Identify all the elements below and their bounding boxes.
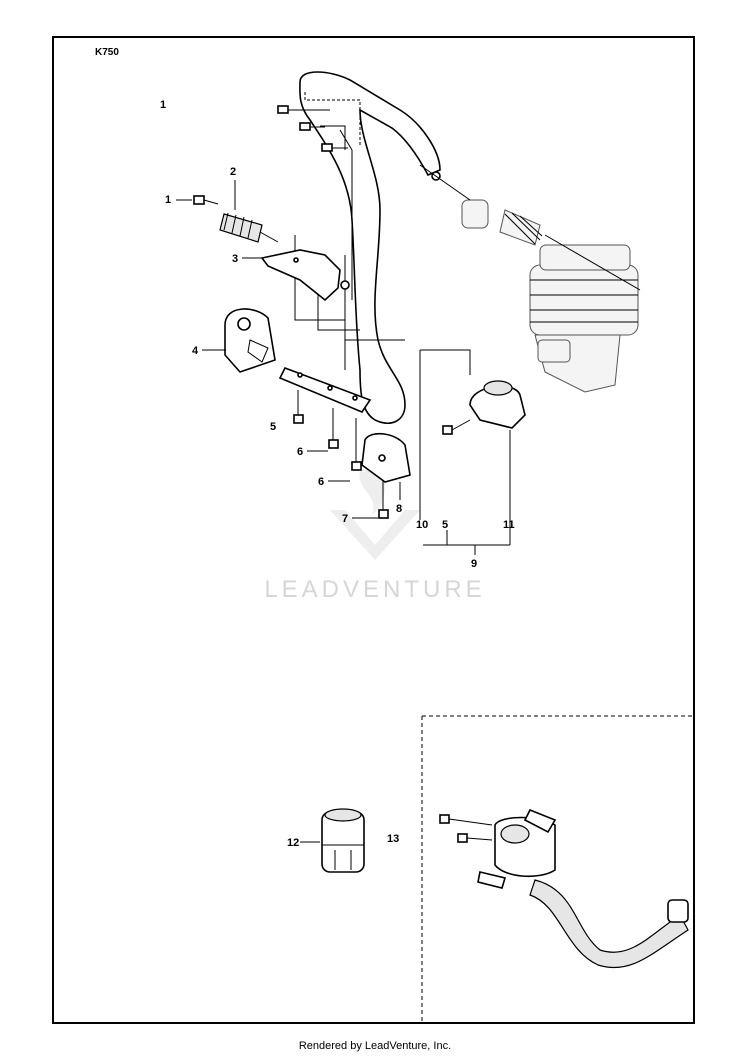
damper-part-8	[361, 432, 411, 483]
callout-1-screw: 1	[165, 194, 171, 206]
callout-7: 7	[342, 513, 348, 525]
watermark-text: LEADVENTURE	[264, 576, 485, 603]
callout-5-right: 5	[442, 519, 448, 531]
kit-box-part-13	[421, 715, 695, 1024]
callout-8: 8	[396, 503, 402, 515]
screw-set-top	[277, 105, 348, 152]
callout-10: 10	[416, 519, 428, 531]
callout-13: 13	[387, 833, 399, 845]
model-code: K750	[95, 47, 119, 58]
screw-part-1	[193, 195, 219, 205]
screw-part-5-right	[442, 419, 471, 435]
mount-plate	[278, 366, 372, 413]
callout-3: 3	[232, 253, 238, 265]
watermark-logo	[330, 470, 420, 560]
spring-part-2	[219, 212, 279, 243]
footer-credit: Rendered by LeadVenture, Inc.	[298, 1040, 452, 1052]
callout-11: 11	[503, 519, 515, 531]
callout-6-upper: 6	[297, 446, 303, 458]
callout-4: 4	[192, 345, 199, 357]
callout-12: 12	[287, 837, 299, 849]
ghost-spring	[461, 199, 543, 246]
damper-part-11	[469, 380, 526, 429]
coupling-part-12	[321, 808, 365, 873]
callout-5-left: 5	[270, 421, 276, 433]
leader-lines	[294, 92, 641, 555]
callout-9: 9	[471, 558, 477, 570]
callout-1-top: 1	[160, 99, 166, 111]
bracket-part-3	[260, 249, 350, 302]
diagram-frame	[52, 36, 695, 1024]
engine-cylinder	[529, 244, 639, 393]
callout-2: 2	[230, 166, 236, 178]
damper-part-4	[224, 308, 276, 373]
water-kit	[439, 808, 689, 969]
callout-6-lower: 6	[318, 476, 324, 488]
handle-bar	[299, 71, 441, 424]
